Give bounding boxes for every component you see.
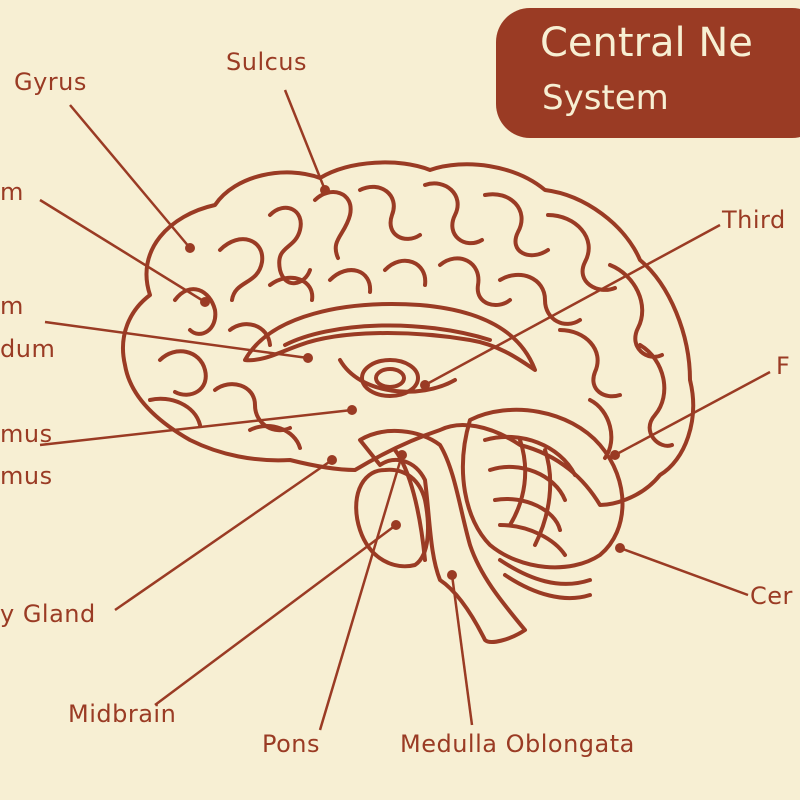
title-line-1: Central Ne — [540, 20, 753, 66]
label-midbrain: Midbrain — [68, 700, 177, 728]
gyri-squiggles — [148, 181, 674, 460]
label-septum-line-2: dum — [0, 335, 56, 363]
label-fornix: F — [776, 352, 791, 380]
title-banner — [496, 8, 800, 138]
midbrain-bulge — [354, 467, 430, 569]
label-corpus-callosum: m — [0, 178, 24, 206]
label-thalamus-line-2: mus — [0, 462, 53, 490]
label-pons: Pons — [262, 730, 321, 758]
label-third-ventricle: Third — [722, 206, 786, 234]
label-thalamus-line-1: mus — [0, 420, 53, 448]
label-gyrus: Gyrus — [14, 68, 87, 96]
label-sulcus: Sulcus — [226, 48, 308, 76]
brainstem — [358, 428, 527, 644]
label-pituitary-gland: y Gland — [0, 600, 96, 628]
cerebrum-outline — [120, 160, 696, 507]
corpus-callosum — [243, 302, 537, 372]
cerebellum-shape — [460, 407, 625, 570]
thalamus-shape — [360, 358, 420, 398]
label-septum-line-1: m — [0, 292, 24, 320]
leader-lines — [39, 89, 771, 731]
label-medulla-oblongata: Medulla Oblongata — [400, 730, 635, 758]
leader-dots — [185, 185, 625, 580]
label-cerebellum: Cer — [750, 582, 793, 610]
title-line-2: System — [542, 78, 669, 118]
